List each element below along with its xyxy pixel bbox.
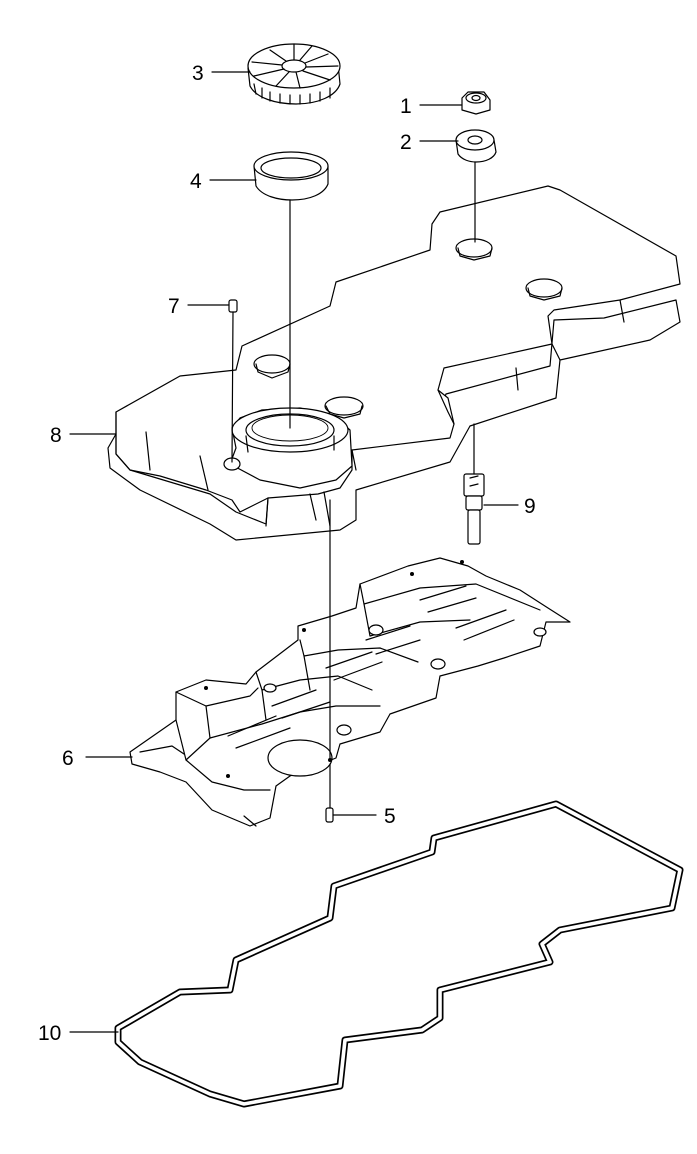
part-5-pin — [325, 807, 334, 823]
part-6-baffle — [129, 557, 571, 827]
callout-8: 8 — [50, 424, 62, 447]
callout-10: 10 — [38, 1022, 61, 1045]
part-3-filler-cap — [247, 43, 341, 105]
part-4-seal-ring — [253, 151, 329, 201]
leader-lines — [69, 71, 519, 1033]
callout-6: 6 — [62, 747, 74, 770]
callout-9: 9 — [524, 495, 536, 518]
part-9-stud — [463, 473, 485, 545]
callout-3: 3 — [192, 62, 204, 85]
callout-2: 2 — [400, 131, 412, 154]
callout-labels: 3 1 2 4 7 8 9 6 5 10 — [38, 62, 536, 1045]
callout-4: 4 — [190, 170, 202, 193]
part-1-nut — [461, 91, 491, 115]
part-8-head-cover — [107, 185, 681, 541]
callout-7: 7 — [168, 295, 180, 318]
callout-5: 5 — [384, 805, 396, 828]
part-2-grommet — [455, 129, 497, 163]
alignment-lines — [231, 161, 476, 809]
part-10-gasket — [114, 800, 684, 1108]
callout-1: 1 — [400, 95, 412, 118]
part-7-pin — [228, 299, 238, 313]
